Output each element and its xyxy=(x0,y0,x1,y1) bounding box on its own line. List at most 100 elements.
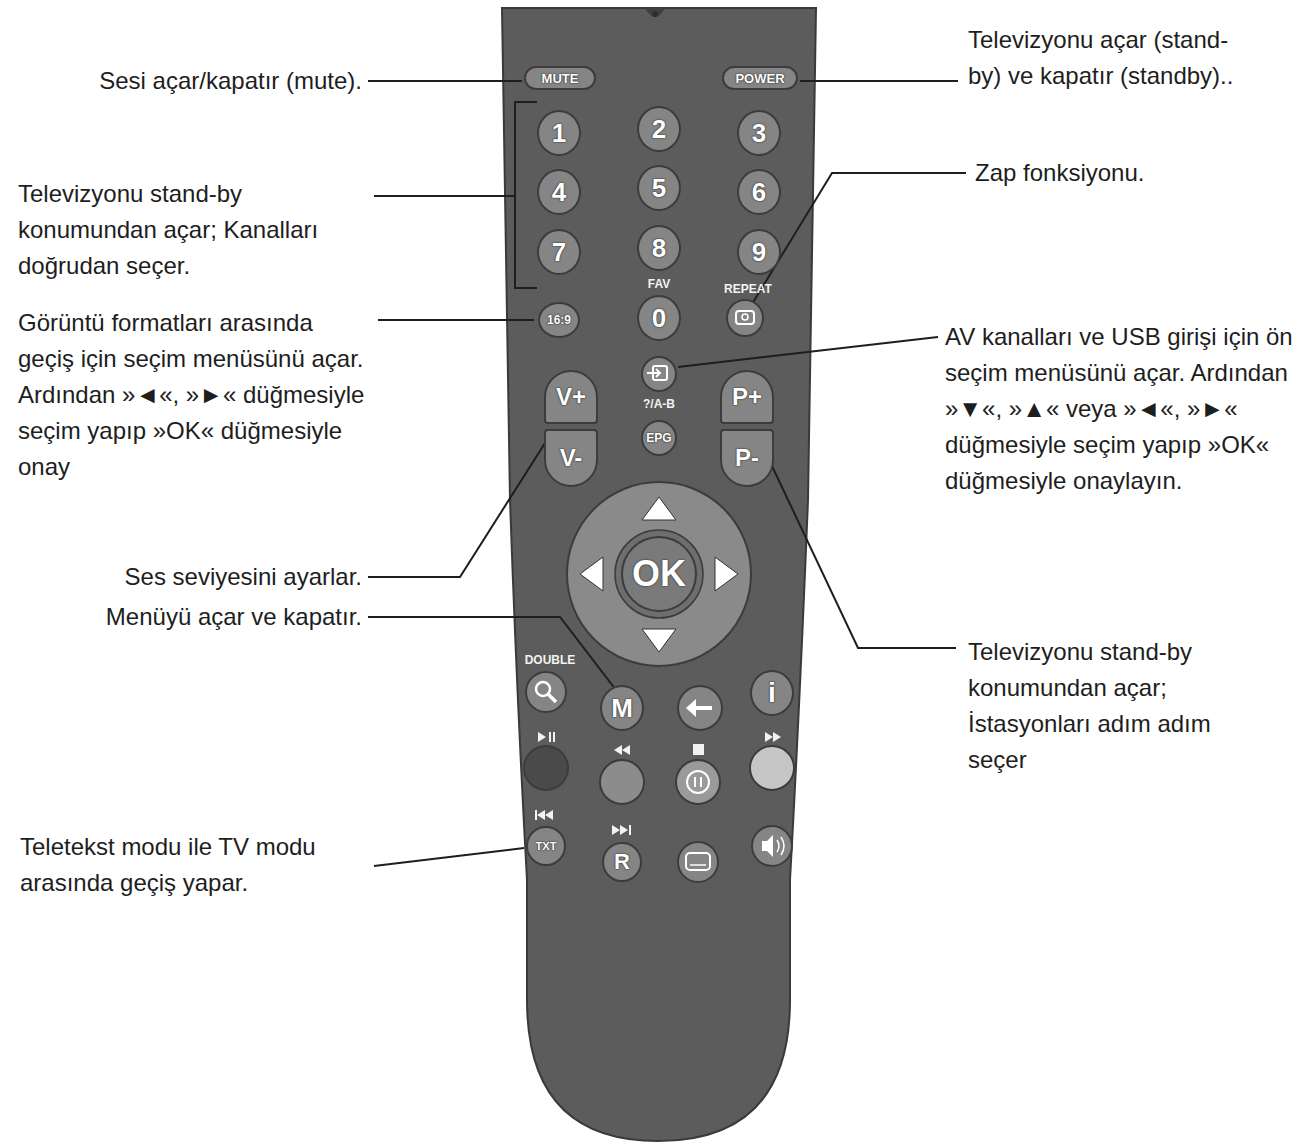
direction-pad xyxy=(567,482,751,666)
button-caption: FAV xyxy=(637,277,681,291)
icon-buttons xyxy=(742,314,748,320)
callout-text: Ses seviyesini ayarlar. xyxy=(2,559,362,595)
remote-button: i xyxy=(750,670,794,716)
callout-text: Zap fonksiyonu. xyxy=(975,155,1295,191)
number-bracket xyxy=(515,102,537,288)
remote-button: 8 xyxy=(637,225,681,271)
remote-body xyxy=(645,8,665,17)
button-label: V+ xyxy=(556,383,586,411)
leader-lines xyxy=(368,81,966,866)
remote-button: M xyxy=(600,685,644,731)
direction-pad xyxy=(642,629,676,652)
icon-buttons xyxy=(750,746,794,790)
icon-buttons xyxy=(752,826,792,866)
icon-buttons xyxy=(678,842,718,882)
callout-text: Teletekst modu ile TV modu arasında geçi… xyxy=(20,829,365,901)
button-label: i xyxy=(768,677,776,709)
button-label: POWER xyxy=(735,71,784,86)
remote-button: V+ xyxy=(544,370,598,424)
button-label: 4 xyxy=(552,177,566,208)
button-label: OK xyxy=(632,553,686,595)
remote-button: 5 xyxy=(637,165,681,211)
button-label: 2 xyxy=(652,114,666,145)
callout-text: Görüntü formatları arasında geçiş için s… xyxy=(18,305,368,485)
callout-text: AV kanalları ve USB girişi için ön seçim… xyxy=(945,319,1297,499)
button-caption: REPEAT xyxy=(713,282,783,296)
button-label: MUTE xyxy=(542,71,579,86)
remote-button: P- xyxy=(720,429,774,487)
remote-button: TXT xyxy=(526,826,566,866)
media-symbols xyxy=(693,744,704,755)
icon-buttons xyxy=(686,853,710,870)
callout-text: Televizyonu stand-by konumundan açar; İs… xyxy=(968,634,1268,778)
button-label: P- xyxy=(735,444,759,472)
media-symbols xyxy=(545,810,553,820)
remote-button: 3 xyxy=(737,110,781,156)
leader-lines xyxy=(800,80,958,82)
media-symbols xyxy=(537,810,545,820)
media-symbols xyxy=(614,745,622,755)
remote-body xyxy=(652,11,658,17)
direction-pad xyxy=(642,497,676,520)
media-symbols xyxy=(549,732,551,742)
leader-lines xyxy=(374,195,515,197)
icon-buttons xyxy=(690,864,706,866)
button-label: 16:9 xyxy=(547,313,571,327)
remote-button: 4 xyxy=(537,169,581,215)
button-label: 9 xyxy=(752,237,766,268)
leader-lines xyxy=(368,617,616,690)
callout-text: Menüyü açar ve kapatır. xyxy=(2,599,362,635)
button-label: 7 xyxy=(552,237,566,268)
button-label: 3 xyxy=(752,118,766,149)
icon-buttons xyxy=(687,771,709,793)
button-label: M xyxy=(611,693,633,724)
direction-pad xyxy=(567,482,751,666)
icon-buttons xyxy=(676,760,720,804)
remote-button: 9 xyxy=(737,229,781,275)
icon-buttons xyxy=(686,699,696,717)
icon-buttons xyxy=(524,300,794,882)
icon-buttons xyxy=(727,300,763,336)
icon-buttons xyxy=(678,686,722,730)
button-label: V- xyxy=(560,444,583,472)
remote-button: OK xyxy=(621,536,697,612)
button-label: 1 xyxy=(552,118,566,149)
button-label: R xyxy=(614,849,630,875)
icon-buttons xyxy=(695,777,701,787)
media-symbols xyxy=(535,810,537,820)
icon-buttons xyxy=(777,837,784,855)
leader-lines xyxy=(368,80,522,82)
button-label: 0 xyxy=(652,303,666,334)
media-symbols xyxy=(773,732,781,742)
number-bracket xyxy=(515,102,537,288)
media-symbols xyxy=(538,732,546,742)
icon-buttons xyxy=(736,311,754,324)
leader-lines xyxy=(772,466,956,648)
icon-buttons xyxy=(762,835,773,857)
remote-button: POWER xyxy=(722,66,798,90)
button-label: EPG xyxy=(646,431,671,445)
icon-buttons xyxy=(548,694,556,702)
remote-body xyxy=(502,8,816,1141)
remote-button: 1 xyxy=(537,110,581,156)
icon-buttons xyxy=(524,746,568,790)
icon-buttons xyxy=(526,672,566,712)
media-symbols xyxy=(553,732,555,742)
icon-buttons xyxy=(647,369,660,377)
direction-pad xyxy=(615,530,703,618)
media-symbols xyxy=(612,825,620,835)
remote-button: 2 xyxy=(637,106,681,152)
icon-buttons xyxy=(536,682,550,696)
button-label: 6 xyxy=(752,177,766,208)
remote-body xyxy=(502,8,816,1141)
remote-button: P+ xyxy=(720,370,774,424)
remote-button: 7 xyxy=(537,229,581,275)
leader-lines xyxy=(374,848,524,866)
remote-button: 16:9 xyxy=(538,302,580,338)
leader-lines xyxy=(378,319,534,321)
callout-text: Sesi açar/kapatır (mute). xyxy=(2,63,362,99)
remote-button: MUTE xyxy=(524,66,596,90)
direction-pad xyxy=(715,557,738,591)
remote-button: 6 xyxy=(737,169,781,215)
button-caption: DOUBLE xyxy=(518,653,582,667)
